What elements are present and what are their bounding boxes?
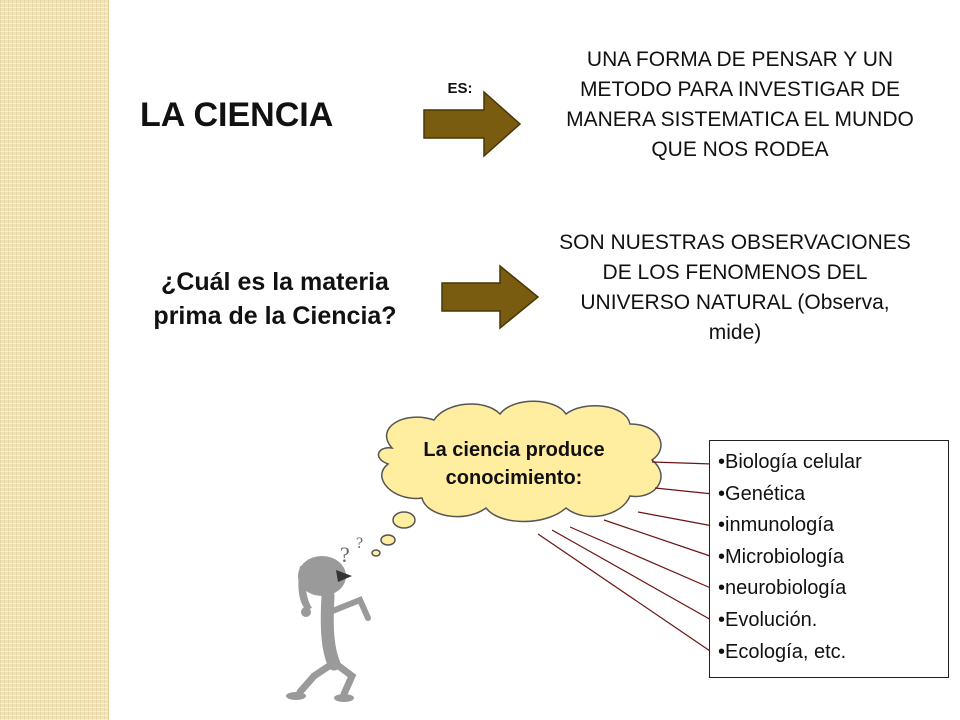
list-item: Microbiología [718, 542, 948, 574]
arrow-materia-icon [441, 264, 540, 330]
thinking-person-icon: ? ? [286, 535, 371, 702]
list-item: Evolución. [718, 605, 948, 637]
main-concept-title: LA CIENCIA [140, 96, 334, 134]
connector-lines [537, 461, 714, 654]
svg-text:?: ? [356, 535, 363, 552]
raw-material-question: ¿Cuál es la materia prima de la Ciencia? [153, 268, 397, 330]
list-item: Biología celular [718, 447, 948, 479]
list-item: neurobiología [718, 573, 948, 605]
es-connector-label: ES: [447, 80, 473, 97]
decorative-side-strip [0, 0, 109, 720]
science-definition: UNA FORMA DE PENSAR Y UN METODO PARA INV… [566, 48, 914, 161]
list-item: inmunología [718, 510, 948, 542]
arrow-es-icon [423, 90, 522, 158]
raw-material-answer: SON NUESTRAS OBSERVACIONES DE LOS FENOME… [559, 231, 911, 344]
knowledge-list-box: Biología celular Genética inmunología Mi… [709, 440, 949, 678]
list-item: Ecología, etc. [718, 637, 948, 669]
knowledge-list: Biología celular Genética inmunología Mi… [718, 447, 948, 668]
svg-text:?: ? [340, 542, 350, 567]
thought-cloud [371, 400, 662, 557]
list-item: Genética [718, 479, 948, 511]
cloud-text: La ciencia produce conocimiento: [423, 439, 605, 489]
